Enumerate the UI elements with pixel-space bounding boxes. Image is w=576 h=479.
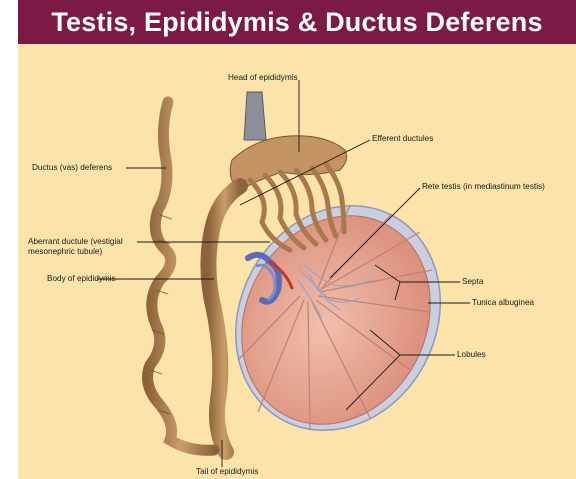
label-tunica-albuginea: Tunica albuginea	[472, 298, 534, 308]
body-of-epididymis	[208, 186, 240, 452]
label-septa: Septa	[462, 277, 483, 287]
label-head-of-epididymis: Head of epididymis	[228, 73, 298, 83]
spermatic-cord	[244, 92, 266, 140]
label-rete-testis: Rete testis (in mediastinum testis)	[422, 182, 545, 192]
label-lobules: Lobules	[457, 350, 486, 360]
label-efferent-ductules: Efferent ductules	[372, 134, 433, 144]
label-ductus-deferens: Ductus (vas) deferens	[32, 163, 112, 173]
label-aberrant-ductule-line1: Aberrant ductule (vestigial	[28, 237, 123, 247]
label-body-of-epididymis: Body of epididymis	[47, 274, 116, 284]
label-tail-of-epididymis: Tail of epididymis	[196, 467, 258, 477]
testis-body	[206, 182, 466, 457]
label-aberrant-ductule-line2: mesonephric tubule)	[28, 247, 102, 257]
testis	[197, 170, 479, 467]
